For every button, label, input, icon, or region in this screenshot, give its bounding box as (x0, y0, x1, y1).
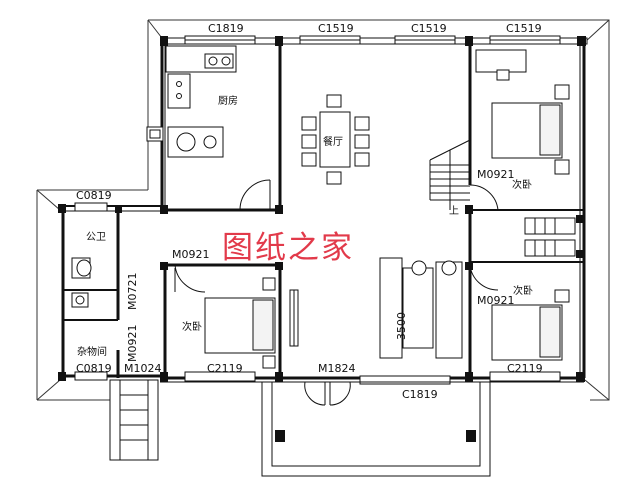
bathroom-fixtures (71, 257, 92, 308)
window-label-top-left: C1819 (208, 22, 244, 35)
living-room-dimension: 3500 (395, 312, 408, 340)
window-label-bottom-left-room: C2119 (207, 362, 243, 375)
wardrobes (524, 217, 576, 257)
staircase (429, 139, 471, 210)
door-label-right-bedroom-lower: M0921 (477, 294, 515, 307)
kitchen-fixtures (146, 45, 237, 158)
window-label-top-mid-left: C1519 (318, 22, 354, 35)
window-label-top-right: C1519 (506, 22, 542, 35)
bedroom-upper-furniture (475, 49, 570, 175)
window-label-left-small: C0819 (76, 189, 112, 202)
window-label-top-mid-right: C1519 (411, 22, 447, 35)
door-label-left-bedroom: M0921 (172, 248, 210, 261)
room-label-bedroom-right-lower: 次卧 (513, 284, 533, 297)
door-label-main-entry: M1824 (318, 362, 356, 375)
roof-outline (36, 19, 610, 401)
bedroom-lower-door (469, 264, 499, 291)
bedroom-lower-furniture (491, 289, 570, 361)
room-label-kitchen: 厨房 (218, 94, 238, 107)
window-label-bottom-right-room: C2119 (507, 362, 543, 375)
stairs-label: 上 (449, 205, 459, 217)
room-label-storage: 杂物间 (77, 345, 107, 358)
room-label-bathroom: 公卫 (86, 232, 106, 243)
watermark: 图纸之家 (222, 230, 354, 266)
bedroom-left-door (174, 264, 206, 293)
window-strips (74, 35, 561, 385)
window-label-bottom-porch: C1819 (402, 388, 438, 401)
kitchen-door (239, 179, 271, 211)
room-label-bedroom-right-upper: 次卧 (512, 178, 532, 191)
interior-walls (63, 44, 584, 378)
door-label-entry-side: M1024 (124, 362, 162, 375)
door-label-left-vertical-upper: M0721 (126, 273, 139, 311)
door-label-right-bedroom-upper: M0921 (477, 168, 515, 181)
window-label-bottom-left-small: C0819 (76, 362, 112, 375)
dining-table (301, 94, 370, 185)
main-entry-doors (304, 381, 351, 406)
porch (261, 381, 491, 477)
bedroom-left-furniture (204, 277, 276, 369)
door-label-left-vertical-lower: M0921 (126, 325, 139, 363)
side-entry-steps (109, 379, 159, 461)
room-label-bedroom-left: 次卧 (182, 320, 202, 333)
living-room-furniture (289, 257, 463, 359)
bedroom-upper-door (469, 184, 499, 211)
room-label-dining: 餐厅 (323, 135, 343, 148)
